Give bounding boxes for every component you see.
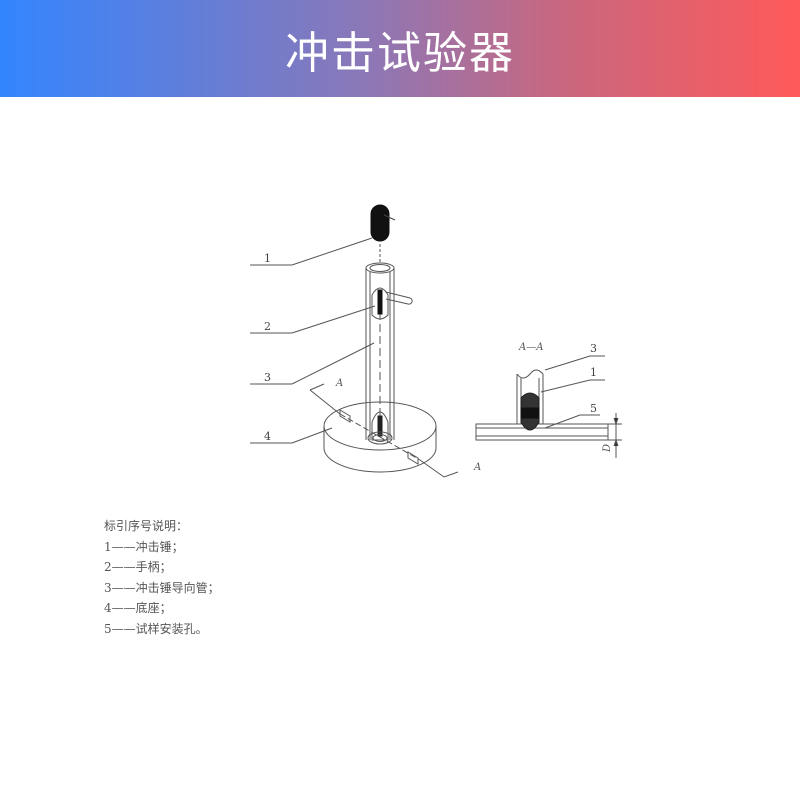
section-view-title: A—A <box>518 342 543 353</box>
section-view <box>475 355 622 458</box>
title-banner: 冲击试验器 <box>0 0 800 97</box>
section-callout-1: 1 <box>590 366 597 379</box>
section-callout-3: 3 <box>590 342 597 355</box>
leader-lines <box>250 237 376 444</box>
callout-2: 2 <box>264 320 271 333</box>
callout-1: 1 <box>264 252 271 265</box>
page-title: 冲击试验器 <box>285 27 515 79</box>
callout-4: 4 <box>264 430 271 443</box>
section-marker-top: A <box>335 378 343 389</box>
base <box>309 383 459 478</box>
section-marker-bottom: A <box>473 462 481 473</box>
legend: 标引序号说明： 1——冲击锤； 2——手柄； 3——冲击锤导向管； 4——底座；… <box>104 516 220 639</box>
legend-item: 2——手柄； <box>104 560 172 574</box>
legend-item: 1——冲击锤； <box>104 539 184 554</box>
legend-title: 标引序号说明： <box>104 519 189 533</box>
legend-item: 3——冲击锤导向管； <box>104 580 220 595</box>
section-callout-5: 5 <box>590 402 597 415</box>
dimension-label: D <box>602 444 613 453</box>
legend-item: 5——试样安装孔。 <box>104 621 208 636</box>
impact-hammer <box>370 204 396 262</box>
legend-item: 4——底座； <box>104 601 172 615</box>
callout-3: 3 <box>264 371 271 384</box>
guide-tube <box>365 262 413 441</box>
